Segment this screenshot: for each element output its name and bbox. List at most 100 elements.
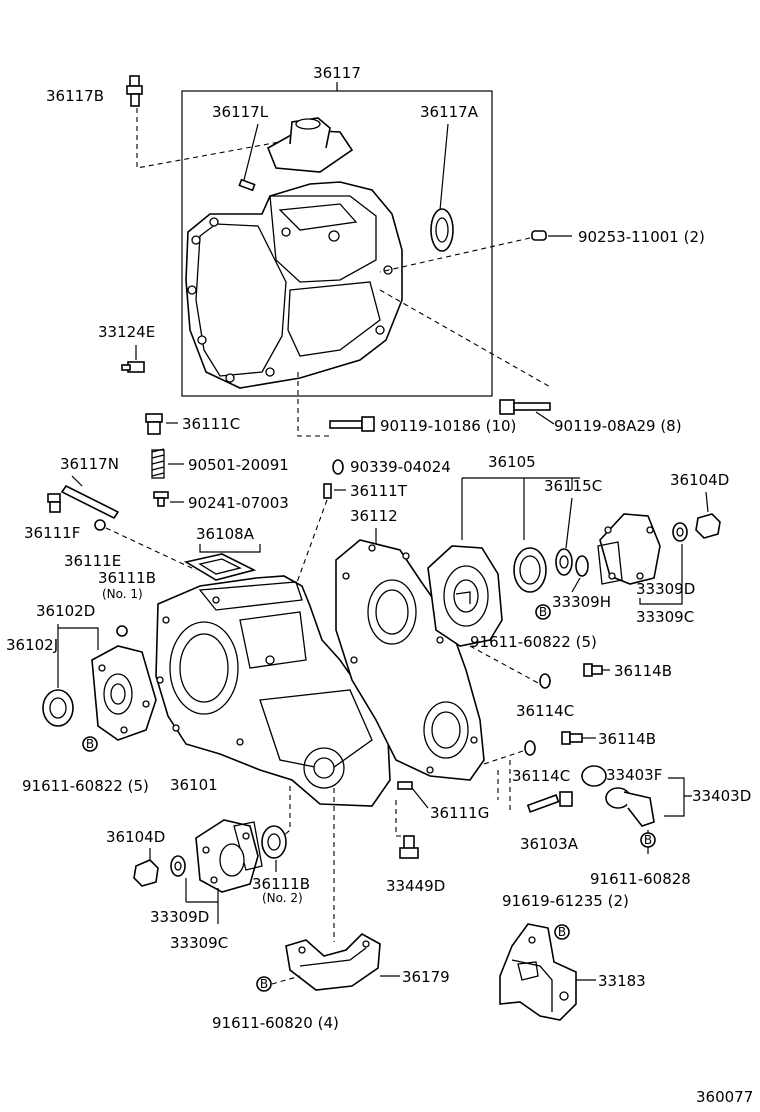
label-36112: 36112 — [350, 507, 398, 525]
label-33403D: 33403D — [692, 787, 751, 805]
label-90119b: 90119-08A29 (8) — [554, 417, 682, 435]
label-36111B-no1: 36111B — [98, 569, 156, 587]
label-36114C-a: 36114C — [516, 702, 574, 720]
label-91611-60822-left: 91611-60822 (5) — [22, 777, 149, 795]
label-91611-60828: 91611-60828 — [590, 870, 691, 888]
gasket-36114C-b — [524, 740, 536, 756]
label-36111E: 36111E — [64, 552, 121, 570]
plug-36111B-no1 — [116, 625, 128, 637]
seal-36111B-no2 — [261, 825, 287, 859]
label-36114B-a: 36114B — [614, 662, 672, 680]
label-36115C: 36115C — [544, 477, 602, 495]
companion-flange-left — [195, 819, 263, 893]
bracket-36179 — [285, 933, 381, 991]
label-36111G: 36111G — [430, 804, 489, 822]
seal-36105 — [513, 547, 547, 593]
pin-36111T — [323, 483, 332, 499]
sensor-33124E — [121, 361, 145, 373]
front-case-36112 — [335, 539, 485, 781]
label-33124E: 33124E — [98, 323, 155, 341]
plug-36111F — [47, 493, 61, 513]
label-36117L: 36117L — [212, 103, 269, 121]
label-36111B-no2: 36111B — [252, 875, 310, 893]
bolt-33449D — [399, 835, 419, 859]
label-36102D: 36102D — [36, 602, 95, 620]
bolt-90119-08A29 — [499, 399, 551, 415]
label-91619: 91619-61235 (2) — [502, 892, 629, 910]
plug-36114B-b — [561, 731, 583, 745]
svg-text:B: B — [260, 977, 268, 991]
spring-90501 — [151, 448, 165, 479]
svg-text:B: B — [86, 737, 94, 751]
bolt-marker-60820: B — [256, 976, 272, 992]
label-36114B-b: 36114B — [598, 730, 656, 748]
label-33309H: 33309H — [552, 593, 611, 611]
washer-33309C-bot — [170, 855, 186, 877]
plug-36111E — [94, 519, 106, 531]
label-36117B: 36117B — [46, 87, 104, 105]
label-33449D: 33449D — [386, 877, 445, 895]
label-36102J: 36102J — [6, 636, 58, 654]
label-33183: 33183 — [598, 972, 646, 990]
bolt-90119-10186 — [329, 416, 375, 432]
label-33309D-top: 33309D — [636, 580, 695, 598]
label-90119a: 90119-10186 (10) — [380, 417, 516, 435]
label-90501: 90501-20091 — [188, 456, 289, 474]
label-36111B-no1-sub: (No. 1) — [102, 587, 143, 601]
label-36101: 36101 — [170, 776, 218, 794]
bolt-marker-91619: B — [554, 924, 570, 940]
bearing-36115C — [555, 548, 573, 576]
svg-text:B: B — [558, 925, 566, 939]
plug-36111C — [145, 413, 163, 435]
label-33403F: 33403F — [606, 766, 662, 784]
bearing-36117A — [430, 208, 454, 252]
extension-housing-36117 — [185, 181, 403, 389]
washer-33309C-top — [672, 522, 688, 542]
bolt-marker-60828: B — [640, 832, 656, 848]
label-36104D-bot: 36104D — [106, 828, 165, 846]
oil-seal-36102J — [42, 689, 74, 727]
label-36111B-no2-sub: (No. 2) — [262, 891, 303, 905]
label-90339: 90339-04024 — [350, 458, 451, 476]
label-91611-60820: 91611-60820 (4) — [212, 1014, 339, 1032]
screw-90241 — [153, 491, 169, 507]
label-36179: 36179 — [402, 968, 450, 986]
plug-90339 — [332, 459, 344, 475]
companion-flange-right — [597, 513, 661, 585]
label-36117: 36117 — [313, 64, 361, 82]
figure-number: 360077 — [696, 1088, 753, 1106]
rear-cover-36102D — [91, 645, 157, 741]
label-36117A: 36117A — [420, 103, 479, 121]
shift-cover — [266, 117, 354, 173]
breather-plug — [126, 75, 143, 107]
nut-36104D-top — [695, 513, 721, 539]
label-36111T: 36111T — [350, 482, 408, 500]
label-33309C-top: 33309C — [636, 608, 694, 626]
collar-33309H — [575, 555, 589, 577]
transfer-mount-33183 — [499, 923, 577, 1021]
dowel-pin-90253 — [531, 230, 547, 241]
front-cover-36105 — [427, 545, 503, 647]
label-90241: 90241-07003 — [188, 494, 289, 512]
label-36105: 36105 — [488, 453, 536, 471]
shift-rod — [60, 484, 120, 520]
label-36111F: 36111F — [24, 524, 80, 542]
label-36103A: 36103A — [520, 835, 579, 853]
label-90253: 90253-11001 (2) — [578, 228, 705, 246]
pin-36111G — [397, 781, 413, 790]
svg-text:B: B — [539, 605, 547, 619]
label-36108A: 36108A — [196, 525, 255, 543]
bolt-marker-left: B — [82, 736, 98, 752]
sensor-33403D — [605, 787, 655, 827]
svg-text:B: B — [644, 833, 652, 847]
label-36111C: 36111C — [182, 415, 240, 433]
label-36114C-b: 36114C — [512, 767, 570, 785]
pin — [238, 178, 256, 192]
gasket-36108A — [183, 553, 257, 581]
label-33309D-bot: 33309D — [150, 908, 209, 926]
oring-33403F — [581, 765, 607, 787]
transfer-case-36101 — [155, 575, 391, 807]
label-91611-60822-right: 91611-60822 (5) — [470, 633, 597, 651]
